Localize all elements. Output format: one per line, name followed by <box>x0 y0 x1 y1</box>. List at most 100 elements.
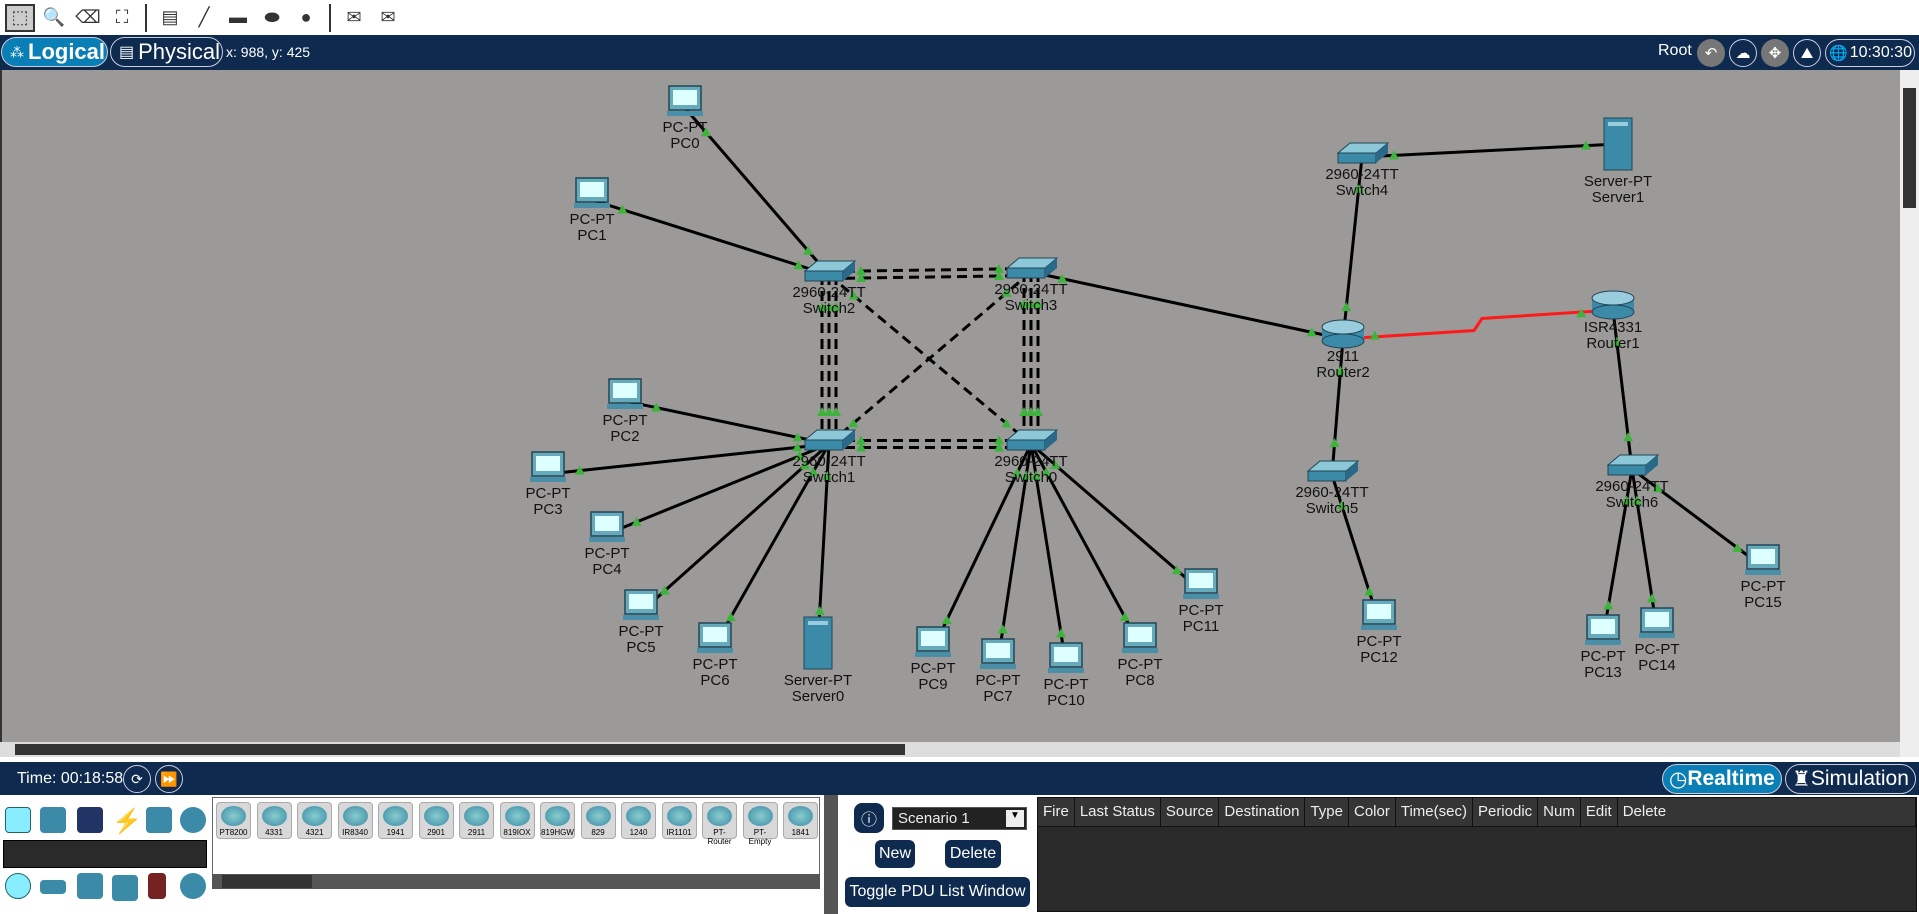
select-icon[interactable]: ⬚ <box>5 3 35 32</box>
device-model-2901[interactable]: 2901 <box>418 802 454 839</box>
hubs-icon[interactable] <box>77 873 103 899</box>
components-icon[interactable] <box>77 807 103 833</box>
straight-link <box>1330 338 1345 476</box>
power-cycle-icon[interactable]: ⟳ <box>123 765 151 793</box>
chevron-down-icon: ▼ <box>1006 810 1024 827</box>
device-model-PT8200[interactable]: PT8200 <box>216 802 251 839</box>
device-model-1240[interactable]: 1240 <box>621 802 656 839</box>
network-devices-icon[interactable] <box>5 807 31 833</box>
viewport-clock[interactable]: 🌐10:30:30 <box>1825 39 1915 67</box>
routers-icon[interactable] <box>5 873 31 899</box>
straight-link <box>547 442 830 476</box>
port-status-up-icon <box>1623 432 1634 442</box>
wan-emulation-icon[interactable] <box>180 873 206 899</box>
device-model-IR1101[interactable]: IR1101 <box>661 802 697 839</box>
device-list-scrollbar[interactable] <box>212 874 820 889</box>
security-icon[interactable] <box>148 873 166 899</box>
fast-forward-icon[interactable]: ⏩ <box>155 765 183 793</box>
device-model: PC-PT <box>1634 641 1680 658</box>
toggle-pdu-list-button[interactable]: Toggle PDU List Window <box>845 877 1030 907</box>
pc-screen-icon <box>986 643 1010 658</box>
device-model-2911[interactable]: 2911 <box>459 802 494 839</box>
vertical-scrollbar[interactable] <box>1900 70 1919 757</box>
device-model-819IOX[interactable]: 819IOX <box>499 802 535 839</box>
device-model: PC-PT <box>1580 648 1626 665</box>
device-model-819HGW[interactable]: 819HGW <box>540 802 575 839</box>
device-model-829[interactable]: 829 <box>580 802 616 839</box>
switches-icon[interactable] <box>40 880 66 894</box>
connections-icon[interactable]: ⚡ <box>112 808 142 835</box>
multiuser-icon[interactable] <box>180 807 206 833</box>
ellipse-icon[interactable]: ⬬ <box>264 7 280 27</box>
new-scenario-button[interactable]: New <box>875 840 915 868</box>
device-model-IR8340[interactable]: IR8340 <box>337 802 373 839</box>
device-model-label: 1240 <box>629 828 648 837</box>
panel-splitter[interactable] <box>824 795 838 914</box>
add-simple-pdu-icon[interactable]: ✉ <box>346 7 362 27</box>
physical-label: Physical <box>138 39 221 64</box>
physical-tab[interactable]: ▤Physical <box>110 37 223 67</box>
move-object-icon[interactable]: ✥ <box>1761 39 1789 67</box>
new-cluster-icon[interactable]: ☁ <box>1729 39 1757 67</box>
note-icon[interactable]: ▤ <box>161 7 179 27</box>
delete-icon[interactable]: ⌫ <box>75 7 101 27</box>
freeform-icon[interactable]: ● <box>300 7 312 27</box>
device-model-PT-Empty[interactable]: PT-Empty <box>742 802 778 846</box>
set-background-icon[interactable]: ⛰ <box>1793 39 1821 67</box>
back-icon[interactable]: ↶ <box>1697 39 1725 67</box>
device-model-PT-Router[interactable]: PT-Router <box>702 802 737 846</box>
draw-line-icon[interactable]: ╱ <box>198 7 210 27</box>
delete-scenario-button[interactable]: Delete <box>945 840 1001 868</box>
resize-icon[interactable]: ⛶ <box>115 7 129 27</box>
device-model-1941[interactable]: 1941 <box>378 802 413 839</box>
add-complex-pdu-icon[interactable]: ✉ <box>380 7 396 27</box>
simulation-mode-button[interactable]: ♜Simulation <box>1785 764 1916 794</box>
miscellaneous-icon[interactable] <box>146 807 172 833</box>
scenario-select[interactable]: Scenario 1▼ <box>892 807 1027 830</box>
device-model-4331[interactable]: 4331 <box>256 802 292 839</box>
inspect-icon[interactable]: 🔍 <box>42 7 66 27</box>
end-devices-icon[interactable] <box>40 807 66 833</box>
rectangle-icon[interactable]: ▬ <box>229 7 247 27</box>
device-model-label: PT8200 <box>219 828 248 837</box>
device-model-label: PT-Empty <box>748 828 772 846</box>
logical-tab[interactable]: ⁂Logical <box>1 37 108 67</box>
wireless-devices-icon[interactable] <box>112 875 138 901</box>
device-model-1841[interactable]: 1841 <box>783 802 818 839</box>
device-model-4321[interactable]: 4321 <box>297 802 332 839</box>
info-icon[interactable]: ⓘ <box>854 803 884 833</box>
device-name: Router1 <box>1586 335 1640 352</box>
realtime-mode-button[interactable]: ◷Realtime <box>1662 764 1782 794</box>
port-status-up-icon <box>994 270 1005 280</box>
horizontal-scrollbar[interactable] <box>0 742 1900 757</box>
device-model-label: 2911 <box>467 828 486 837</box>
